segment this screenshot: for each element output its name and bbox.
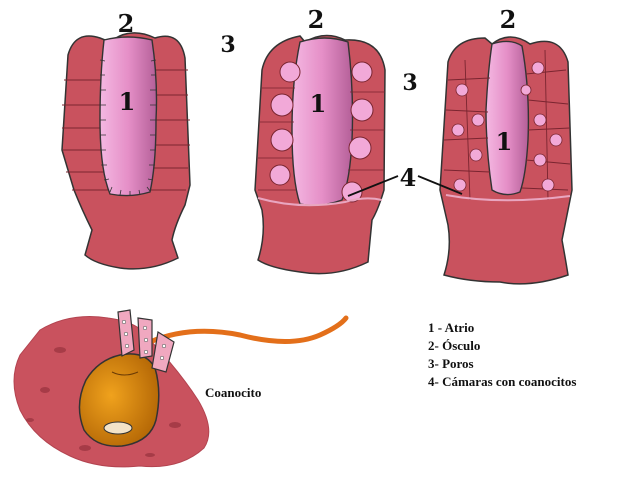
chamber (271, 94, 293, 116)
legend-item-4: 4- Cámaras con coanocitos (428, 374, 576, 389)
sponge-3-atrium (486, 41, 528, 194)
chamber (521, 85, 531, 95)
chamber (349, 137, 371, 159)
chamber (470, 149, 482, 161)
chamber (452, 124, 464, 136)
label-osculum-2: 2 (308, 5, 325, 34)
label-pores-2: 3 (402, 70, 417, 96)
sponge-1-atrium (100, 37, 157, 196)
label-atrium-1: 1 (119, 87, 136, 116)
legend-item-1: 1 - Atrio (428, 320, 474, 335)
chamber (534, 154, 546, 166)
sponge-2-atrium (292, 38, 353, 205)
choanocyte-illustration (14, 310, 346, 467)
chamber (472, 114, 484, 126)
label-pores-1: 3 (220, 32, 235, 58)
chamber (280, 62, 300, 82)
chamber (270, 165, 290, 185)
legend: 1 - Atrio 2- Ósculo 3- Poros 4- Cámaras … (428, 320, 576, 389)
label-atrium-2: 1 (310, 89, 327, 118)
sponge-asconoid (62, 33, 190, 269)
label-chambers: 4 (400, 163, 417, 192)
label-atrium-3: 1 (496, 127, 513, 156)
chamber (550, 134, 562, 146)
legend-item-2: 2- Ósculo (428, 338, 480, 353)
legend-item-3: 3- Poros (428, 356, 474, 371)
chamber (532, 62, 544, 74)
chamber (456, 84, 468, 96)
chamber (352, 62, 372, 82)
chamber (351, 99, 373, 121)
flagellum (150, 318, 346, 342)
sponge-syconoid (255, 35, 385, 273)
label-osculum-1: 2 (118, 9, 135, 38)
sponge-leuconoid (440, 37, 572, 284)
chamber (534, 114, 546, 126)
choanocyte-caption: Coanocito (205, 385, 261, 400)
nucleus (104, 422, 132, 434)
chamber (271, 129, 293, 151)
chamber (542, 179, 554, 191)
label-osculum-3: 2 (500, 5, 517, 34)
chamber (454, 179, 466, 191)
